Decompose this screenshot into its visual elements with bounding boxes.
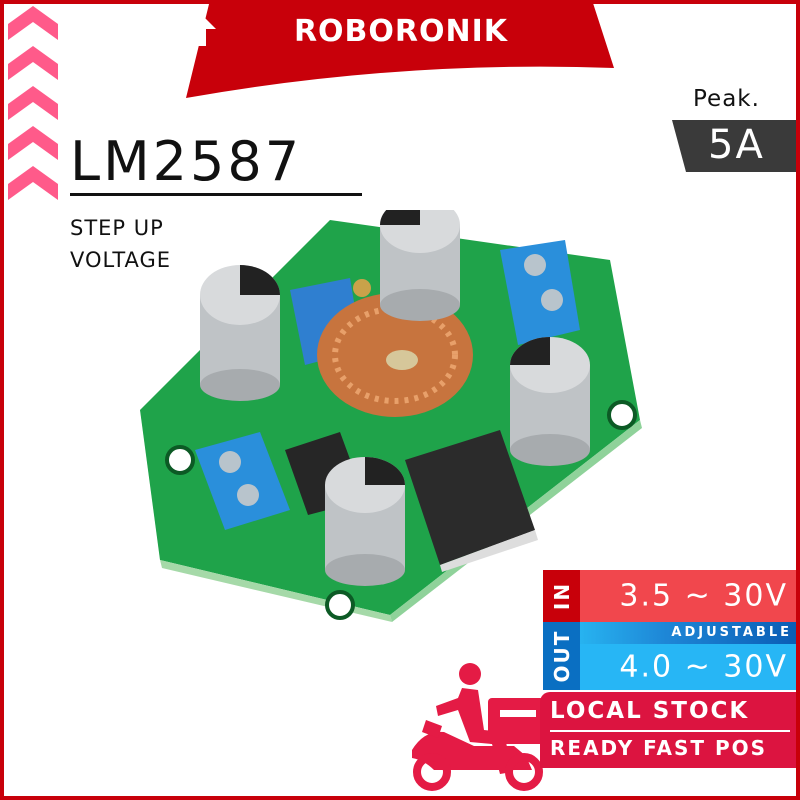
output-voltage-range: 4.0 ~ 30V (619, 649, 788, 685)
peak-value: 5A (708, 122, 765, 168)
delivery-scooter-icon (404, 660, 554, 796)
frame-border-bottom (0, 796, 800, 800)
voltage-spec-panel: IN 3.5 ~ 30V OUT ADJUSTABLE 4.0 ~ 30V (543, 570, 796, 690)
title-underline (70, 193, 362, 196)
output-voltage-box: 4.0 ~ 30V (580, 644, 796, 690)
capacitor-c1 (200, 265, 280, 401)
capacitor-c3 (380, 197, 460, 321)
pcb-module-photo (140, 197, 660, 630)
brand-name-left: ROBO (293, 14, 395, 49)
chevron-decoration (8, 6, 58, 206)
chevron-up-icon (8, 46, 58, 80)
output-terminal-block (500, 240, 580, 345)
chevron-up-icon (8, 86, 58, 120)
capacitor-c4 (510, 337, 590, 466)
input-voltage-range: 3.5 ~ 30V (619, 578, 788, 614)
fast-shipping-label: READY FAST POS (550, 736, 768, 760)
brand-name-right: RONIK (394, 14, 509, 49)
chevron-up-icon (8, 166, 58, 200)
subtitle-line-1: STEP UP (70, 216, 164, 240)
input-terminal-block (195, 432, 290, 530)
input-tag: IN (543, 570, 580, 622)
input-voltage-box: 3.5 ~ 30V (580, 570, 796, 622)
product-model-title: LM2587 (70, 130, 303, 193)
frame-border-right (796, 0, 800, 800)
subtitle-line-2: VOLTAGE (70, 248, 172, 272)
stock-divider (550, 730, 790, 732)
local-stock-badge: LOCAL STOCK READY FAST POS (540, 692, 796, 768)
adjustable-label: ADJUSTABLE (671, 625, 792, 640)
product-subtitle: STEP UP VOLTAGE (70, 212, 171, 276)
chevron-up-icon (8, 126, 58, 160)
chevron-up-icon (8, 6, 58, 40)
peak-label: Peak. (693, 86, 760, 112)
adjustable-strip: ADJUSTABLE (580, 622, 796, 644)
capacitor-c2 (325, 457, 405, 586)
peak-current-badge: 5A (672, 120, 796, 172)
input-label: IN (549, 581, 574, 611)
lm2587-ic (405, 430, 535, 565)
local-stock-label: LOCAL STOCK (550, 698, 750, 724)
frame-border-left (0, 0, 4, 800)
output-tag: OUT (543, 622, 580, 690)
